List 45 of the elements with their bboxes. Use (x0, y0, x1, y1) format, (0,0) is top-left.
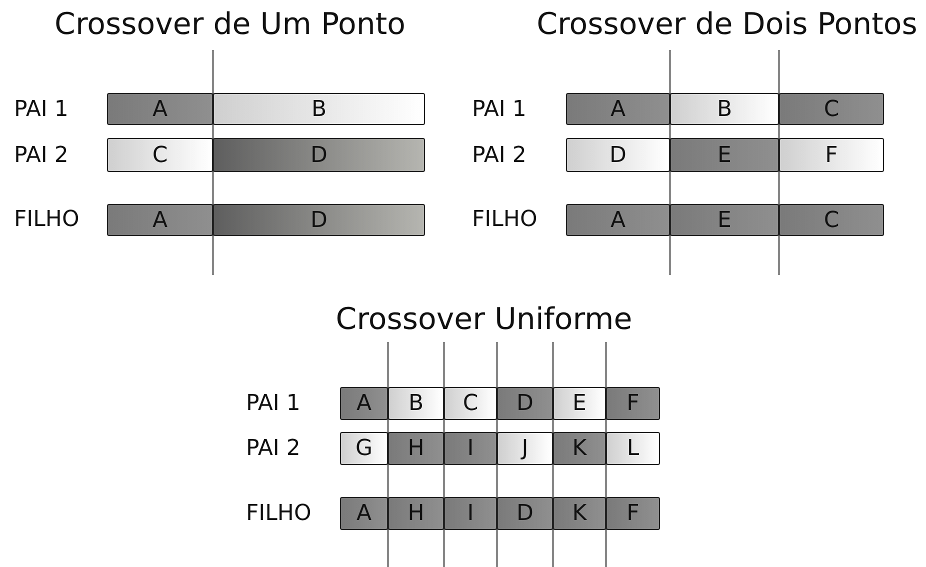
gene-segment: F (606, 387, 660, 420)
gene-segment: J (497, 432, 553, 465)
gene-segment: D (213, 204, 425, 236)
row-label: FILHO (14, 209, 80, 231)
gene-segment: K (553, 432, 606, 465)
gene-segment: A (107, 93, 213, 125)
gene-segment: F (606, 497, 660, 530)
gene-segment: E (670, 204, 779, 236)
gene-segment: I (444, 497, 497, 530)
row-label: PAI 1 (472, 99, 526, 121)
row-label: PAI 2 (472, 145, 526, 167)
gene-segment: A (566, 93, 670, 125)
gene-segment: I (444, 432, 497, 465)
gene-segment: C (444, 387, 497, 420)
gene-segment: L (606, 432, 660, 465)
gene-segment: A (340, 387, 388, 420)
gene-segment: H (388, 497, 444, 530)
gene-segment: F (779, 138, 884, 172)
gene-segment: D (497, 387, 553, 420)
row-label: FILHO (246, 503, 312, 525)
gene-segment: H (388, 432, 444, 465)
gene-segment: A (107, 204, 213, 236)
gene-segment: K (553, 497, 606, 530)
gene-segment: A (566, 204, 670, 236)
gene-segment: C (107, 138, 213, 172)
gene-segment: B (213, 93, 425, 125)
gene-segment: E (670, 138, 779, 172)
gene-segment: C (779, 204, 884, 236)
section-title: Crossover de Dois Pontos (536, 10, 918, 40)
row-label: PAI 1 (14, 99, 68, 121)
gene-segment: E (553, 387, 606, 420)
section-title: Crossover Uniforme (336, 305, 632, 335)
gene-segment: D (566, 138, 670, 172)
row-label: PAI 2 (246, 438, 300, 460)
gene-segment: A (340, 497, 388, 530)
gene-segment: C (779, 93, 884, 125)
row-label: PAI 2 (14, 145, 68, 167)
row-label: PAI 1 (246, 393, 300, 415)
gene-segment: D (213, 138, 425, 172)
gene-segment: B (388, 387, 444, 420)
gene-segment: D (497, 497, 553, 530)
section-title: Crossover de Um Ponto (54, 10, 406, 40)
row-label: FILHO (472, 209, 538, 231)
gene-segment: G (340, 432, 388, 465)
gene-segment: B (670, 93, 779, 125)
